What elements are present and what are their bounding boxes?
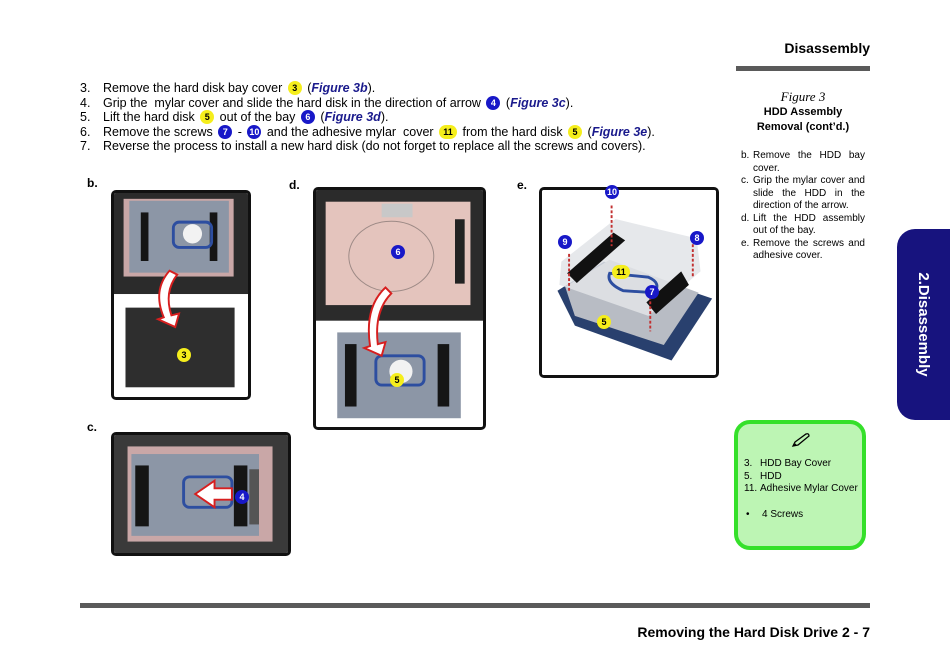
step-text-run: ).: [647, 124, 655, 139]
callout-badge: 10: [247, 124, 262, 139]
legend-item: c.Grip the mylar cover and slide the HDD…: [741, 175, 865, 211]
callout-badge: 8: [690, 231, 704, 245]
callout-badge: 9: [558, 235, 572, 249]
callout-badge: 3: [287, 81, 302, 95]
callout-badge: 10: [605, 185, 619, 199]
procedure-step: 4. Grip the mylar cover and slide the har…: [80, 95, 720, 111]
procedure-steps: 3.Remove the hard disk bay cover 3 (Figu…: [80, 81, 720, 154]
parts-note-box: 3.HDD Bay Cover 5.HDD 11.Adhesive Mylar …: [734, 420, 866, 550]
callout-badge: 5: [390, 373, 404, 387]
procedure-step: 5. Lift the hard disk 5 out of the bay 6 …: [80, 110, 720, 125]
step-text-run: from the hard disk: [459, 124, 567, 139]
callout-badge: 7: [218, 124, 233, 139]
note-item: 5.HDD: [744, 470, 782, 482]
chapter-tab[interactable]: 2.Disassembly: [897, 229, 950, 420]
callout-badge: 3: [177, 348, 191, 362]
note-item: 11.Adhesive Mylar Cover: [744, 483, 858, 494]
callout-badge: 11: [439, 124, 458, 139]
step-text-run: (: [303, 81, 312, 95]
procedure-step: 3. Remove the hard disk bay cover 3 (Figu…: [80, 81, 720, 96]
figure-c-label: c.: [87, 420, 98, 434]
step-number: 6.: [80, 124, 91, 139]
figure-legend-list: b.Remove the HDD bay cover. c.Grip the m…: [741, 150, 865, 263]
figure-b-image: [111, 190, 251, 400]
figure-caption: Figure 3 HDD Assembly Removal (cont’d.): [736, 89, 870, 135]
step-text-run: ).: [565, 95, 574, 110]
step-number: 5.: [80, 110, 91, 124]
step-text-run: Grip the mylar cover and slide the hard …: [103, 95, 485, 110]
callout-badge: 4: [235, 490, 249, 504]
header-divider: [736, 66, 870, 71]
step-text: Lift the hard disk 5 out of the bay 6 (F…: [103, 110, 388, 125]
step-text-run: (: [502, 95, 511, 110]
step-text: Reverse the process to install a new har…: [103, 139, 646, 154]
step-text-run: Reverse the process to install a new har…: [103, 139, 646, 153]
step-number: 4.: [80, 95, 91, 110]
step-text: Remove the hard disk bay cover 3 (Figure…: [103, 81, 375, 96]
step-text-run: Remove the screws: [103, 124, 217, 139]
step-text-run: out of the bay: [216, 110, 299, 124]
step-text-run: Remove the hard disk bay cover: [103, 81, 286, 95]
page-footer: Removing the Hard Disk Drive 2 - 7: [637, 624, 870, 640]
step-text-run: (: [584, 124, 592, 139]
legend-item: d.Lift the HDD assembly out of the bay.: [741, 212, 865, 237]
step-text-run: Lift the hard disk: [103, 110, 199, 124]
callout-badge: 5: [200, 110, 215, 124]
callout-badge: 5: [597, 315, 611, 329]
figure-e-image: [539, 187, 719, 378]
procedure-step: 6. Remove the screws 7 - 10 and the adhes…: [80, 124, 720, 140]
figure-e-label: e.: [517, 178, 528, 192]
callout-badge: 6: [300, 110, 315, 124]
step-text-run: and the adhesive mylar cover: [263, 124, 438, 139]
pen-icon: [791, 433, 810, 447]
figure-reference-link[interactable]: Figure 3c: [510, 95, 566, 110]
step-text-run: ).: [380, 110, 389, 124]
figure-reference-link[interactable]: Figure 3d: [324, 110, 381, 124]
callout-badge: 7: [645, 285, 659, 299]
figure-reference-link[interactable]: Figure 3e: [591, 124, 648, 139]
callout-badge: 6: [391, 245, 405, 259]
figure-title-line1: HDD Assembly: [763, 106, 843, 118]
figure-d-image: [313, 187, 486, 430]
note-item: 3.HDD Bay Cover: [744, 458, 832, 469]
figure-title-line2: Removal (cont’d.): [756, 121, 850, 133]
step-text-run: -: [234, 124, 246, 139]
footer-divider: [80, 603, 870, 608]
callout-badge: 11: [612, 265, 630, 279]
procedure-step: 7. Reverse the process to install a new h…: [80, 139, 720, 154]
step-number: 7.: [80, 139, 91, 153]
step-number: 3.: [80, 81, 91, 95]
figure-reference-link[interactable]: Figure 3b: [311, 81, 368, 95]
step-text: Grip the mylar cover and slide the hard …: [103, 95, 574, 111]
callout-badge: 4: [486, 95, 501, 110]
step-text-run: ).: [367, 81, 376, 95]
figure-b-label: b.: [87, 176, 98, 190]
figure-c-image: [111, 432, 291, 556]
callout-badge: 5: [568, 124, 583, 139]
figure-d-label: d.: [289, 178, 300, 192]
step-text-run: (: [316, 110, 325, 124]
step-text: Remove the screws 7 - 10 and the adhesiv…: [103, 124, 655, 140]
legend-item: e.Remove the screws and adhesive cover.: [741, 237, 865, 262]
chapter-tab-label: 2.Disassembly: [915, 272, 932, 377]
legend-item: b.Remove the HDD bay cover.: [741, 150, 865, 174]
section-header-title: Disassembly: [784, 40, 870, 56]
figure-number: Figure 3: [780, 89, 826, 104]
note-bullet-item: •4 Screws: [746, 508, 804, 520]
